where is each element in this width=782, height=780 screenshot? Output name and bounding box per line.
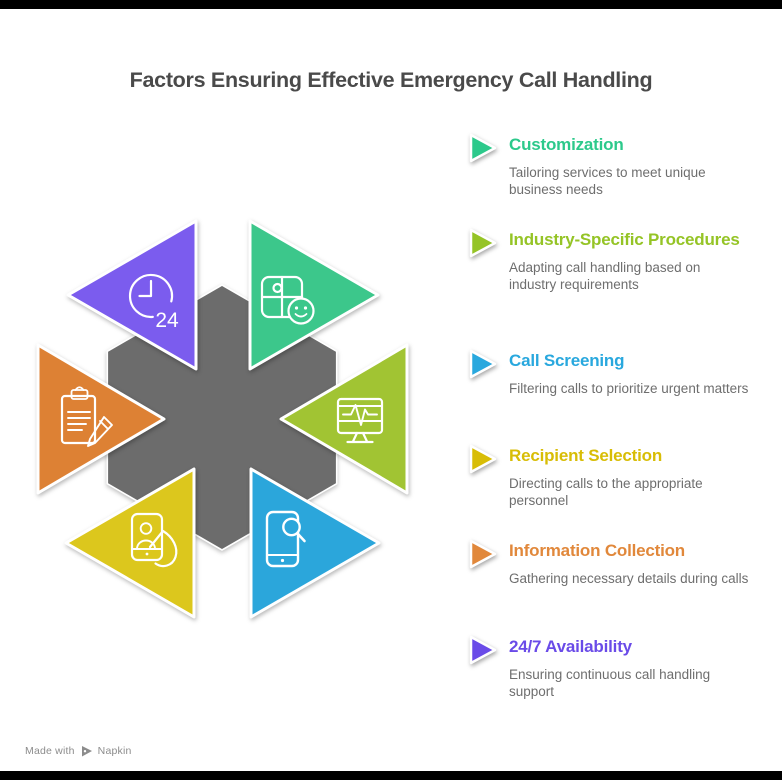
- napkin-brand-label: Napkin: [97, 745, 132, 757]
- phone-in-hand-icon: [130, 512, 178, 568]
- triangle-marker-icon: [469, 228, 497, 258]
- legend-title-industry-specific-procedures: Industry-Specific Procedures: [509, 230, 740, 249]
- puzzle-smiley-icon: [260, 275, 315, 325]
- triangle-industry-specific-procedures: [279, 343, 409, 495]
- legend-desc-customization: Tailoring services to meet unique busine…: [509, 165, 706, 197]
- legend-desc-information-collection: Gathering necessary details during calls: [509, 571, 749, 586]
- triangle-availability-24-7: 24: [66, 219, 198, 371]
- legend-desc-24-7-availability: Ensuring continuous call handling suppor…: [509, 667, 711, 699]
- clock-24-icon: 24: [128, 273, 179, 332]
- legend-title-recipient-selection: Recipient Selection: [509, 446, 663, 465]
- top-edge-bar: [0, 0, 782, 9]
- legend-title-call-screening: Call Screening: [509, 351, 625, 370]
- phone-search-icon: [265, 510, 306, 568]
- triangle-information-collection: [36, 343, 166, 495]
- legend-item-recipient-selection: Recipient Selection Directing calls to t…: [468, 444, 749, 509]
- made-with-label: Made with: [25, 745, 75, 757]
- monitor-pulse-icon: [336, 397, 384, 444]
- legend-desc-recipient-selection: Directing calls to the appropriate perso…: [509, 476, 703, 508]
- clipboard-pencil-icon: [60, 386, 113, 447]
- triangle-recipient-selection: [64, 467, 196, 619]
- triangle-marker-icon: [469, 133, 497, 163]
- svg-text:24: 24: [155, 309, 179, 332]
- bottom-edge-bar: [0, 771, 782, 780]
- legend-desc-industry-specific-procedures: Adapting call handling based on industry…: [509, 260, 701, 292]
- legend-title-information-collection: Information Collection: [509, 541, 685, 560]
- legend-item-24-7-availability: 24/7 Availability Ensuring continuous ca…: [468, 635, 749, 700]
- legend-desc-call-screening: Filtering calls to prioritize urgent mat…: [509, 381, 749, 396]
- made-with-napkin-watermark: Made with Napkin: [25, 744, 132, 758]
- legend-item-call-screening: Call Screening Filtering calls to priori…: [468, 349, 749, 398]
- legend-item-customization: Customization Tailoring services to meet…: [468, 133, 749, 198]
- page-title: Factors Ensuring Effective Emergency Cal…: [129, 68, 653, 93]
- triangle-marker-icon: [469, 444, 497, 474]
- legend-item-information-collection: Information Collection Gathering necessa…: [468, 539, 749, 588]
- pen-nib-icon: [81, 746, 92, 757]
- triangle-marker-icon: [469, 349, 497, 379]
- legend-title-24-7-availability: 24/7 Availability: [509, 637, 632, 656]
- triangle-marker-icon: [469, 539, 497, 569]
- triangle-marker-icon: [469, 635, 497, 665]
- legend-item-industry-specific-procedures: Industry-Specific Procedures Adapting ca…: [468, 228, 749, 293]
- triangle-customization: [248, 219, 380, 371]
- legend-title-customization: Customization: [509, 135, 624, 154]
- triangle-call-screening: [249, 467, 381, 619]
